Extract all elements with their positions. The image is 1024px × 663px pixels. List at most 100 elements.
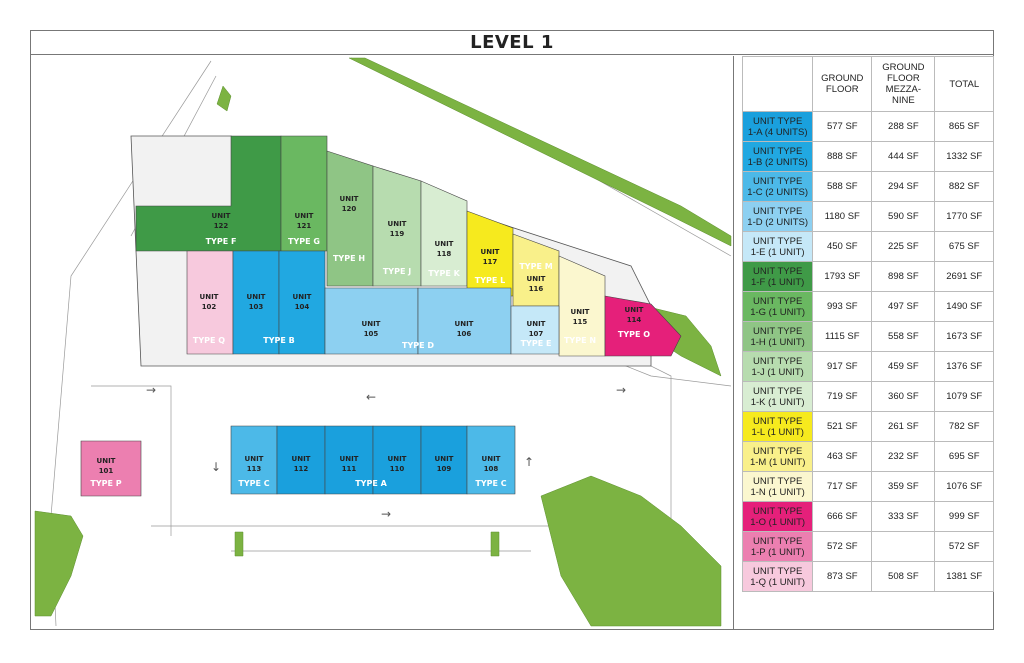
svg-text:UNIT: UNIT [435,455,454,463]
unit-type-label: UNIT TYPE [753,445,803,457]
svg-text:105: 105 [364,330,379,338]
ground-floor-cell: 1793 SF [812,261,873,292]
unit-type-code: 1-F (1 UNIT) [751,276,805,288]
mezzanine-cell: 225 SF [871,231,936,262]
ground-floor-cell: 873 SF [812,561,873,592]
svg-text:UNIT: UNIT [527,320,546,328]
floor-plan: → ← ↓ ↑ → → UNIT 122 TYPE F UNIT 121 TYP… [31,56,734,629]
svg-text:117: 117 [483,258,498,266]
page-title: LEVEL 1 [470,32,554,53]
mezzanine-cell: 558 SF [871,321,936,352]
unit-type-label: UNIT TYPE [753,355,803,367]
unit-area-table-container: GROUND FLOOR GROUND FLOOR MEZZA-NINE TOT… [741,56,994,592]
svg-text:UNIT: UNIT [97,457,116,465]
svg-text:TYPE D: TYPE D [402,341,434,350]
mezzanine-cell: 508 SF [871,561,936,592]
mezzanine-cell: 459 SF [871,351,936,382]
arrow-icon: → [616,383,626,397]
unit-type-label: UNIT TYPE [753,145,803,157]
svg-text:TYPE C: TYPE C [238,479,269,488]
ground-floor-cell: 719 SF [812,381,873,412]
unit-type-label: UNIT TYPE [753,205,803,217]
svg-text:119: 119 [390,230,405,238]
ground-floor-cell: 463 SF [812,441,873,472]
svg-text:110: 110 [390,465,405,473]
mezzanine-cell: 497 SF [871,291,936,322]
table-header-ground: GROUND FLOOR [812,56,873,112]
drawing-frame [30,30,994,630]
svg-text:101: 101 [99,467,114,475]
unit-type-label: UNIT TYPE [753,295,803,307]
svg-text:UNIT: UNIT [527,275,546,283]
unit-type-label: UNIT TYPE [753,535,803,547]
ground-floor-cell: 1180 SF [812,201,873,232]
total-cell: 1076 SF [934,471,994,502]
svg-text:UNIT: UNIT [455,320,474,328]
unit-type-code: 1-K (1 UNIT) [750,396,805,408]
ground-floor-cell: 993 SF [812,291,873,322]
svg-text:UNIT: UNIT [388,455,407,463]
unit-labels: UNIT 122 TYPE F UNIT 121 TYPE G UNIT 120… [90,195,650,488]
mezzanine-cell: 288 SF [871,111,936,142]
svg-text:121: 121 [297,222,312,230]
total-cell: 999 SF [934,501,994,532]
svg-text:UNIT: UNIT [388,220,407,228]
mezzanine-cell: 294 SF [871,171,936,202]
svg-text:UNIT: UNIT [481,248,500,256]
svg-text:UNIT: UNIT [200,293,219,301]
svg-text:TYPE O: TYPE O [618,330,650,339]
total-cell: 782 SF [934,411,994,442]
arrow-up-icon: ↑ [524,455,534,469]
unit-type-label: UNIT TYPE [753,505,803,517]
total-cell: 1332 SF [934,141,994,172]
mezzanine-cell: 444 SF [871,141,936,172]
total-cell: 882 SF [934,171,994,202]
svg-text:112: 112 [294,465,309,473]
arrow-icon: ← [366,390,376,404]
svg-text:102: 102 [202,303,217,311]
unit-type-label: UNIT TYPE [753,115,803,127]
svg-text:UNIT: UNIT [293,293,312,301]
total-cell: 865 SF [934,111,994,142]
arrow-icon: → [381,507,391,521]
svg-text:UNIT: UNIT [340,195,359,203]
ground-floor-cell: 917 SF [812,351,873,382]
ground-floor-cell: 577 SF [812,111,873,142]
unit-101-shape [80,440,142,497]
svg-text:TYPE E: TYPE E [521,339,552,348]
total-cell: 1490 SF [934,291,994,322]
unit-type-code: 1-O (1 UNIT) [750,516,806,528]
mezzanine-cell: 359 SF [871,471,936,502]
ground-floor-cell: 666 SF [812,501,873,532]
svg-text:UNIT: UNIT [247,293,266,301]
mezzanine-cell: 333 SF [871,501,936,532]
mezzanine-cell: 261 SF [871,411,936,442]
unit-type-label: UNIT TYPE [753,235,803,247]
svg-text:TYPE B: TYPE B [263,336,294,345]
unit-type-label: UNIT TYPE [753,385,803,397]
svg-text:TYPE L: TYPE L [475,276,505,285]
unit-type-code: 1-Q (1 UNIT) [750,576,806,588]
svg-text:120: 120 [342,205,357,213]
svg-text:UNIT: UNIT [482,455,501,463]
svg-text:UNIT: UNIT [571,308,590,316]
svg-text:TYPE A: TYPE A [355,479,387,488]
unit-114-shape [604,295,682,357]
svg-text:UNIT: UNIT [212,212,231,220]
units-south [80,425,516,497]
svg-text:TYPE Q: TYPE Q [193,336,225,345]
